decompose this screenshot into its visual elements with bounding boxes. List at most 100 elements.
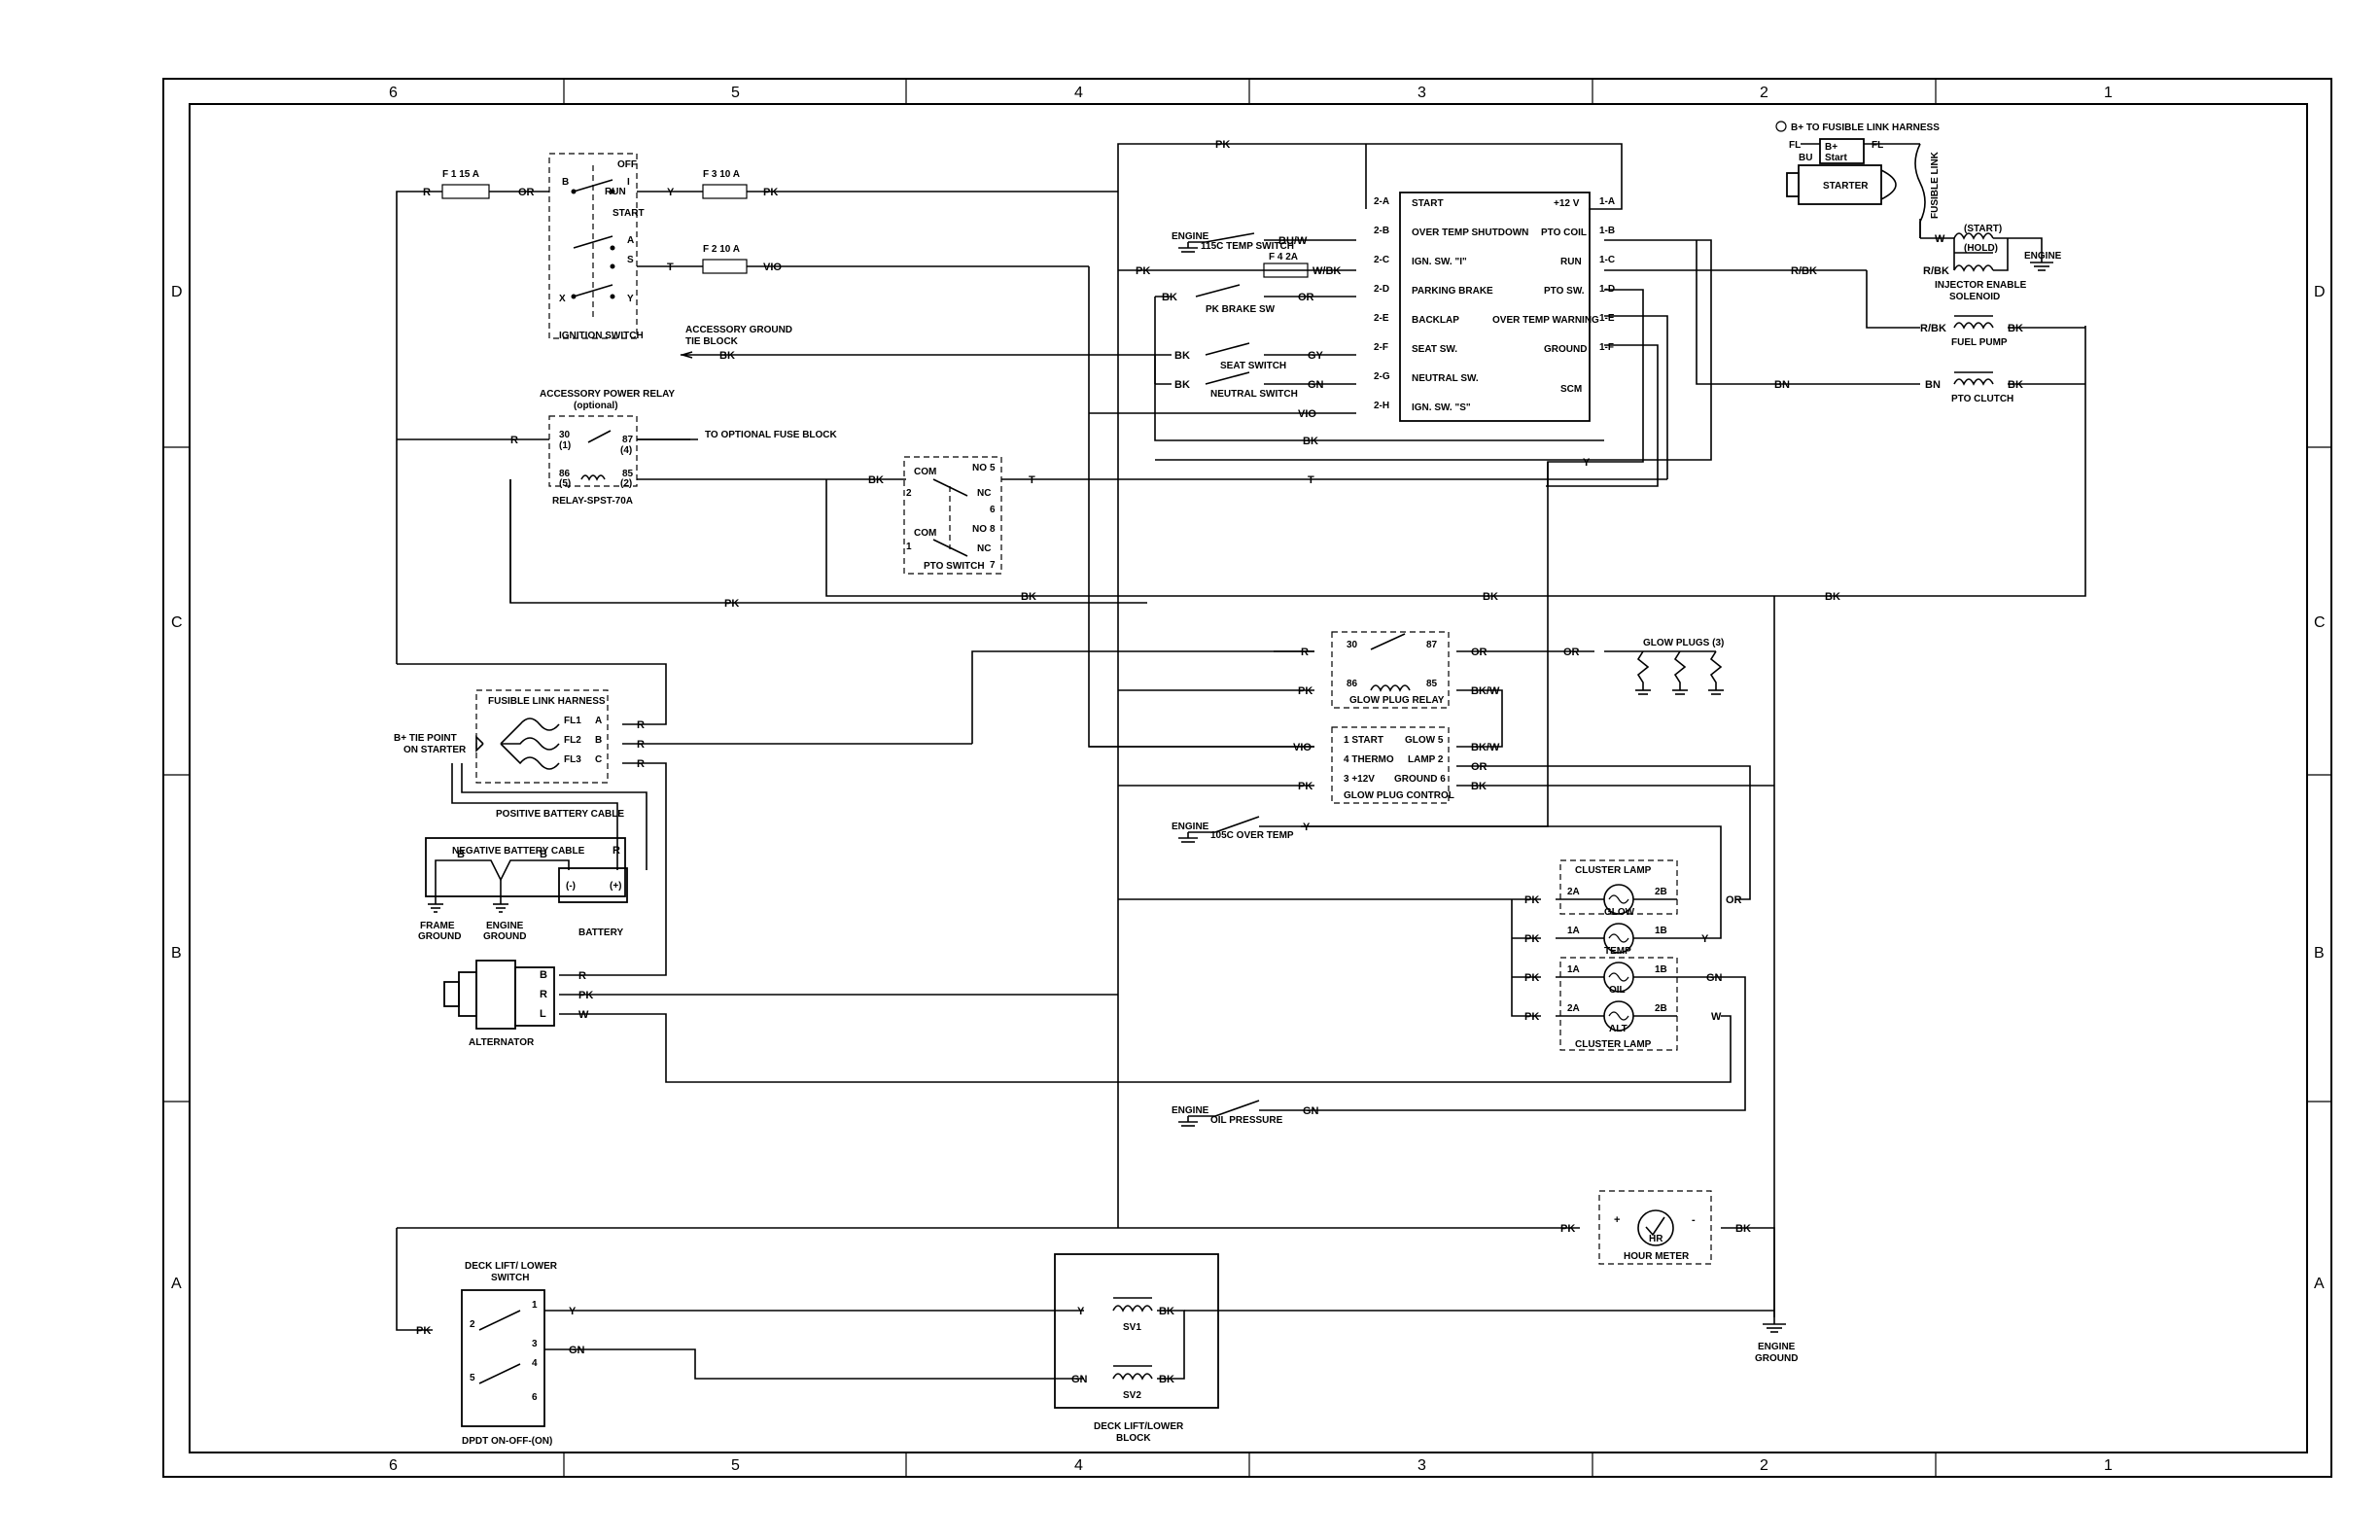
- svg-text:HR: HR: [1649, 1234, 1663, 1244]
- wire-label-gn-cluster: GN: [1706, 972, 1723, 984]
- pto-switch: PTO SWITCH COM 2 NO 5 NC 6 COM 1 NO 8 NC…: [903, 456, 1002, 575]
- svg-text:ENGINE: ENGINE: [1172, 1105, 1209, 1116]
- wire-label-or-lamp: OR: [1471, 761, 1488, 773]
- svg-text:GROUND: GROUND: [483, 931, 526, 942]
- wire-label-t-scm: T: [1308, 474, 1314, 486]
- svg-text:(START): (START): [1964, 224, 2002, 234]
- wire-label-vio-glow: VIO: [1293, 742, 1312, 753]
- ignition-pos-off: OFF: [617, 159, 637, 170]
- grid-row-a-left: A: [171, 1276, 182, 1292]
- svg-text:4: 4: [532, 1358, 538, 1369]
- wire-label-bkw-2: BK/W: [1471, 742, 1500, 753]
- fusible-link-label: FUSIBLE LINK: [1930, 151, 1941, 219]
- svg-text:A: A: [595, 716, 602, 726]
- wire-label-or-glow-1: OR: [1471, 647, 1488, 658]
- wire-label-rbk-1: R/BK: [1791, 265, 1817, 277]
- grid-col-2-bottom: 2: [1760, 1457, 1768, 1474]
- accessory-relay-title: ACCESSORY POWER RELAY: [540, 389, 675, 400]
- wire-label-pk-lamp-1: PK: [1524, 894, 1539, 906]
- wire-label-w-cluster: W: [1711, 1011, 1722, 1023]
- battery-assembly: POSITIVE BATTERY CABLE NEGATIVE BATTERY …: [418, 763, 648, 942]
- grid-col-3-bottom: 3: [1418, 1457, 1426, 1474]
- deck-switch-type: DPDT ON-OFF-(ON): [462, 1436, 552, 1447]
- wire-label-pk-1: PK: [763, 187, 778, 198]
- svg-text:(-): (-): [566, 881, 576, 892]
- wire-label-w-alt: W: [578, 1009, 589, 1021]
- wire-label-bk-hour: BK: [1735, 1223, 1751, 1235]
- engine-ground-bottom: ENGINE GROUND: [1755, 1317, 1798, 1364]
- fusible-tie-point: B+ TIE POINT: [394, 733, 457, 744]
- alternator-title: ALTERNATOR: [469, 1037, 535, 1048]
- accessory-ground-label: ACCESSORY GROUND: [685, 325, 792, 335]
- svg-text:(4): (4): [620, 445, 632, 456]
- svg-text:SV2: SV2: [1123, 1390, 1141, 1401]
- svg-text:SOLENOID: SOLENOID: [1949, 292, 2000, 302]
- negative-battery-cable: NEGATIVE BATTERY CABLE: [452, 846, 585, 857]
- svg-text:SWITCH: SWITCH: [491, 1273, 529, 1283]
- svg-text:(HOLD): (HOLD): [1964, 243, 1998, 254]
- svg-text:87: 87: [622, 435, 634, 445]
- svg-text:B: B: [540, 849, 547, 860]
- svg-text:PTO SW.: PTO SW.: [1544, 286, 1585, 297]
- svg-text:NO: NO: [972, 524, 987, 535]
- svg-text:NC: NC: [977, 488, 991, 499]
- deck-lift-lower-block: SV1 SV2 Y GN BK BK DECK LIFT/LOWER BLOCK: [1054, 1253, 1219, 1444]
- drawing-frame: 6 5 4 3 2 1 6 5 4 3 2 1 D C B A D C B A: [162, 78, 2332, 1478]
- wire-label-bk-seat: BK: [1174, 350, 1190, 362]
- wire-label-bk-brake: BK: [1162, 292, 1177, 303]
- svg-text:FL: FL: [1872, 140, 1883, 151]
- wire-label-bk-bus-3: BK: [1825, 591, 1840, 603]
- deck-block-title-1: DECK LIFT/LOWER: [1094, 1421, 1184, 1432]
- svg-text:85: 85: [622, 469, 634, 479]
- svg-text:B: B: [457, 849, 465, 860]
- wire-label-bk-pto-clutch: BK: [2008, 379, 2023, 391]
- grid-row-d-left: D: [171, 284, 183, 300]
- wire-label-bn-1: BN: [1774, 379, 1790, 391]
- injector-enable-solenoid: (START) (HOLD) ENGINE INJECTOR ENABLE SO…: [1919, 219, 2062, 302]
- svg-text:FL1: FL1: [564, 716, 581, 726]
- svg-text:IGN. SW. "I": IGN. SW. "I": [1412, 257, 1467, 267]
- svg-text:1-E: 1-E: [1599, 313, 1615, 324]
- grid-col-6-bottom: 6: [389, 1457, 398, 1474]
- wire-label-buw: BU/W: [1278, 235, 1308, 247]
- ignition-term-b: B: [562, 177, 569, 188]
- ignition-term-s: S: [627, 255, 634, 265]
- wire-label-y-overtemp: Y: [1303, 822, 1311, 833]
- wire-label-r-fl1: R: [637, 719, 645, 731]
- svg-text:Start: Start: [1825, 153, 1847, 163]
- engine-ground-label: ENGINE: [1758, 1342, 1796, 1352]
- over-temp-label: 105C OVER TEMP: [1210, 830, 1294, 841]
- frame-ground-label: FRAME: [420, 921, 455, 931]
- svg-text:(optional): (optional): [574, 401, 618, 411]
- wire-label-pk-relay: PK: [724, 598, 739, 610]
- positive-battery-cable: POSITIVE BATTERY CABLE: [496, 809, 624, 820]
- svg-text:3 +12V: 3 +12V: [1344, 774, 1375, 785]
- svg-text:B: B: [540, 969, 547, 981]
- grid-col-2-top: 2: [1760, 85, 1768, 101]
- starter-title: STARTER: [1823, 181, 1869, 192]
- lamp-oil: OIL: [1609, 985, 1626, 996]
- wire-label-gy: GY: [1308, 350, 1324, 362]
- grid-col-1-bottom: 1: [2104, 1457, 2113, 1474]
- wire-label-pk-lamp-3: PK: [1524, 972, 1539, 984]
- wire-label-pk-deck: PK: [416, 1325, 431, 1337]
- svg-text:GLOW 5: GLOW 5: [1405, 735, 1444, 746]
- svg-text:86: 86: [1347, 679, 1358, 689]
- svg-text:2A: 2A: [1567, 1003, 1580, 1014]
- glow-control-title: GLOW PLUG CONTROL: [1344, 790, 1454, 801]
- svg-text:2-H: 2-H: [1374, 401, 1389, 411]
- scm-module: 2-A 2-B 2-C 2-D 2-E 2-F 2-G 2-H START OV…: [1374, 192, 1615, 422]
- alternator: B R L ALTERNATOR: [443, 960, 555, 1048]
- wire-label-t-1: T: [667, 262, 674, 273]
- svg-text:2-E: 2-E: [1374, 313, 1389, 324]
- svg-text:2-D: 2-D: [1374, 284, 1389, 295]
- engine-ground-label-batt: ENGINE: [486, 921, 524, 931]
- fuse-f1: F 1 15 A: [441, 169, 490, 199]
- wire-label-or-brake: OR: [1298, 292, 1314, 303]
- svg-text:IGN. SW. "S": IGN. SW. "S": [1412, 402, 1471, 413]
- svg-text:2A: 2A: [1567, 887, 1580, 897]
- oil-pressure-switch: ENGINE OIL PRESSURE: [1172, 1100, 1301, 1127]
- svg-text:OVER TEMP SHUTDOWN: OVER TEMP SHUTDOWN: [1412, 228, 1528, 238]
- cluster-title-top: CLUSTER LAMP: [1575, 865, 1652, 876]
